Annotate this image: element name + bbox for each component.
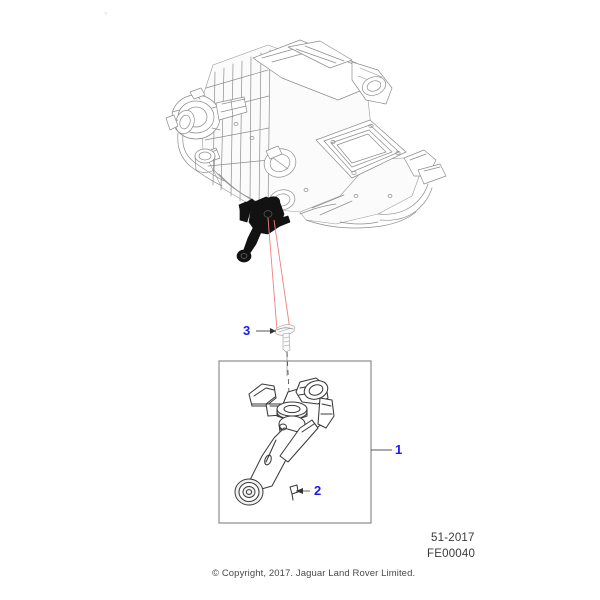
detail-leader-lines	[267, 217, 291, 331]
callout-2-arrowhead	[296, 488, 303, 494]
coolant-port	[194, 148, 216, 173]
pedal-bracket-fastener	[289, 484, 299, 501]
callout-leaders	[256, 328, 392, 494]
pedal-bracket-detail	[234, 377, 335, 506]
callout-label-1[interactable]: 1	[395, 442, 403, 457]
case-ribs	[204, 49, 271, 211]
blower-motor	[165, 94, 221, 140]
callout-label-2[interactable]: 2	[314, 483, 322, 498]
callout-label-3[interactable]: 3	[243, 323, 251, 338]
highlighted-pedal-bracket	[236, 196, 291, 263]
hvac-assembly-outline	[165, 39, 447, 229]
heater-core-panel	[315, 119, 407, 179]
pivot-bushing	[234, 478, 264, 506]
callout-3-arrowhead	[270, 328, 276, 334]
detail-view-box	[218, 360, 372, 524]
alignment-dashed-line	[286, 351, 291, 415]
mounting-screw	[274, 324, 296, 377]
page-artifact	[103, 11, 108, 16]
